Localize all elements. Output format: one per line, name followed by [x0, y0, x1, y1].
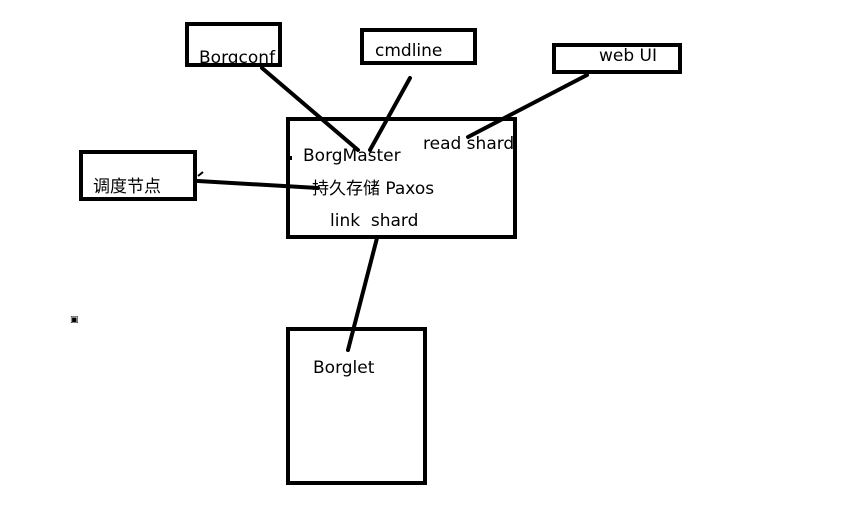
borgconf-label: Borgconf — [199, 48, 276, 68]
connector-scheduler-master — [196, 179, 320, 190]
connector-borgconf-master — [260, 66, 360, 152]
stray-mark: ▣ — [70, 315, 79, 325]
scheduler-label: 调度节点 — [93, 177, 161, 197]
scheduler-box — [79, 150, 197, 201]
cmdline-label: cmdline — [375, 41, 443, 61]
storage-paxos-label: 持久存储 Paxos — [312, 179, 435, 199]
borgmaster-label: BorgMaster — [303, 146, 401, 166]
borgmaster-box — [286, 117, 517, 239]
borglet-box — [286, 327, 427, 485]
read-shard-label: read shard — [423, 134, 515, 154]
arrow-tick — [197, 171, 204, 177]
link-shard-label: link shard — [330, 211, 419, 231]
borgconf-box — [185, 22, 282, 67]
master-bullet-dot — [288, 156, 292, 160]
connector-webui-master — [466, 73, 589, 139]
cmdline-box — [360, 28, 477, 65]
connector-master-borglet — [346, 236, 379, 352]
webui-box — [552, 43, 682, 74]
webui-label: web UI — [599, 46, 658, 66]
borglet-label: Borglet — [313, 358, 375, 378]
connector-cmdline-master — [368, 76, 412, 152]
